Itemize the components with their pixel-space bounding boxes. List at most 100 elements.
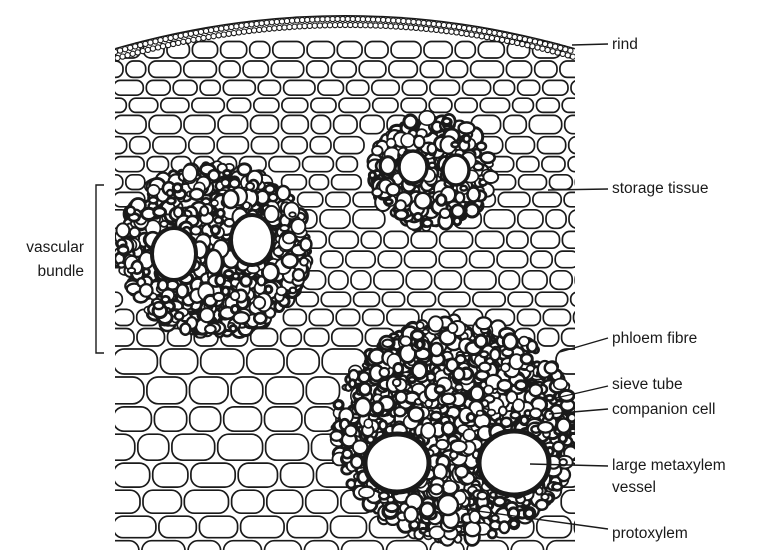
parenchyma-cell xyxy=(574,309,595,325)
rind-cell xyxy=(168,35,173,40)
parenchyma-cell xyxy=(555,251,579,268)
parenchyma-cell xyxy=(336,309,360,325)
bundle-cell xyxy=(525,509,533,517)
parenchyma-cell xyxy=(199,516,237,538)
bundle-cell xyxy=(180,324,190,335)
parenchyma-cell xyxy=(439,292,470,306)
rind-cell xyxy=(125,53,130,58)
parenchyma-cell xyxy=(378,251,401,268)
parenchyma-cell xyxy=(494,80,515,95)
parenchyma-cell xyxy=(562,329,586,347)
parenchyma-cell xyxy=(535,61,557,77)
rind-cell xyxy=(183,32,188,37)
rind-cell xyxy=(492,30,497,35)
bundle-cell xyxy=(300,238,311,251)
parenchyma-cell xyxy=(307,42,334,59)
parenchyma-cell xyxy=(137,329,165,347)
parenchyma-cell xyxy=(531,231,560,248)
rind-cell xyxy=(459,30,464,35)
rind-cell xyxy=(373,23,378,28)
rind-cell xyxy=(371,17,376,22)
rind-cell xyxy=(155,45,160,50)
rind-cell xyxy=(388,24,393,29)
parenchyma-cell xyxy=(336,157,357,172)
storage-tissue-leader xyxy=(548,189,608,190)
rind-cell xyxy=(267,26,272,31)
protoxylem-vessel xyxy=(438,495,458,515)
parenchyma-cell xyxy=(102,137,127,154)
bundle-cell xyxy=(331,431,343,441)
rind-cell xyxy=(186,38,191,43)
rind-cell xyxy=(123,47,128,52)
rind-cell xyxy=(368,23,373,28)
bundle-cell xyxy=(429,163,435,168)
bundle-cell xyxy=(177,284,188,298)
parenchyma-cell xyxy=(389,61,417,77)
parenchyma-cell xyxy=(359,61,386,77)
rind-cell xyxy=(419,26,424,31)
rind-cell xyxy=(259,21,264,26)
bundle-cell xyxy=(162,296,170,302)
parenchyma-cell xyxy=(217,137,248,154)
bundle-cell xyxy=(409,377,416,382)
rind-cell xyxy=(310,17,315,22)
bundle-cell xyxy=(345,425,356,436)
bundle-cell xyxy=(437,195,446,206)
bundle-cell xyxy=(435,386,444,393)
parenchyma-cell xyxy=(334,115,358,133)
rind-cell xyxy=(408,25,413,30)
bundle-cell xyxy=(431,343,443,356)
parenchyma-cell xyxy=(102,434,135,460)
rind-cell xyxy=(236,30,241,35)
parenchyma-cell xyxy=(504,115,527,133)
bundle-cell xyxy=(545,362,558,374)
parenchyma-cell xyxy=(538,329,559,347)
bundle-cell xyxy=(538,422,553,433)
bundle-cell xyxy=(175,312,183,320)
rind-cell xyxy=(209,28,214,33)
rind-cell xyxy=(307,23,312,28)
parenchyma-cell xyxy=(224,407,262,431)
parenchyma-cell xyxy=(575,271,600,290)
bundle-cell xyxy=(154,208,166,217)
parenchyma-cell xyxy=(506,137,535,154)
bundle-cell xyxy=(233,273,240,279)
rind-cell xyxy=(548,43,553,48)
parenchyma-cell xyxy=(435,271,462,290)
parenchyma-cell xyxy=(283,309,306,325)
label-vascular-bundle-line1: vascular xyxy=(26,239,84,256)
bundle-cell xyxy=(430,484,442,494)
parenchyma-cell xyxy=(497,251,528,268)
parenchyma-cell xyxy=(590,61,614,77)
parenchyma-cell xyxy=(147,377,187,404)
parenchyma-cell xyxy=(321,292,350,306)
parenchyma-cell xyxy=(321,251,343,268)
bundle-cell xyxy=(183,165,197,182)
parenchyma-cell xyxy=(550,175,573,190)
parenchyma-cell xyxy=(329,231,358,248)
bundle-cell xyxy=(394,407,405,416)
bundle-cell xyxy=(364,419,372,428)
rind-cell xyxy=(216,33,221,38)
bundle-cell xyxy=(490,349,500,360)
bundle-cell xyxy=(117,223,130,237)
parenchyma-cell xyxy=(373,98,398,112)
bundle-cell xyxy=(211,226,219,235)
bundle-cell xyxy=(467,414,475,422)
rind-cell xyxy=(416,20,421,25)
parenchyma-cell xyxy=(519,175,547,190)
parenchyma-cell xyxy=(538,137,566,154)
bundle-cell xyxy=(452,142,459,147)
rind-cell xyxy=(338,22,343,27)
parenchyma-cell xyxy=(303,157,334,172)
parenchyma-cell xyxy=(531,251,553,268)
parenchyma-cell xyxy=(218,115,248,133)
bundle-cell xyxy=(290,288,296,294)
rind-cell xyxy=(171,41,176,46)
parenchyma-cell xyxy=(223,80,255,95)
rind-cell xyxy=(343,22,348,27)
bundle-cell xyxy=(140,284,153,297)
bundle-cell xyxy=(554,379,567,390)
parenchyma-cell xyxy=(192,98,224,112)
bundle-cell xyxy=(355,398,371,416)
